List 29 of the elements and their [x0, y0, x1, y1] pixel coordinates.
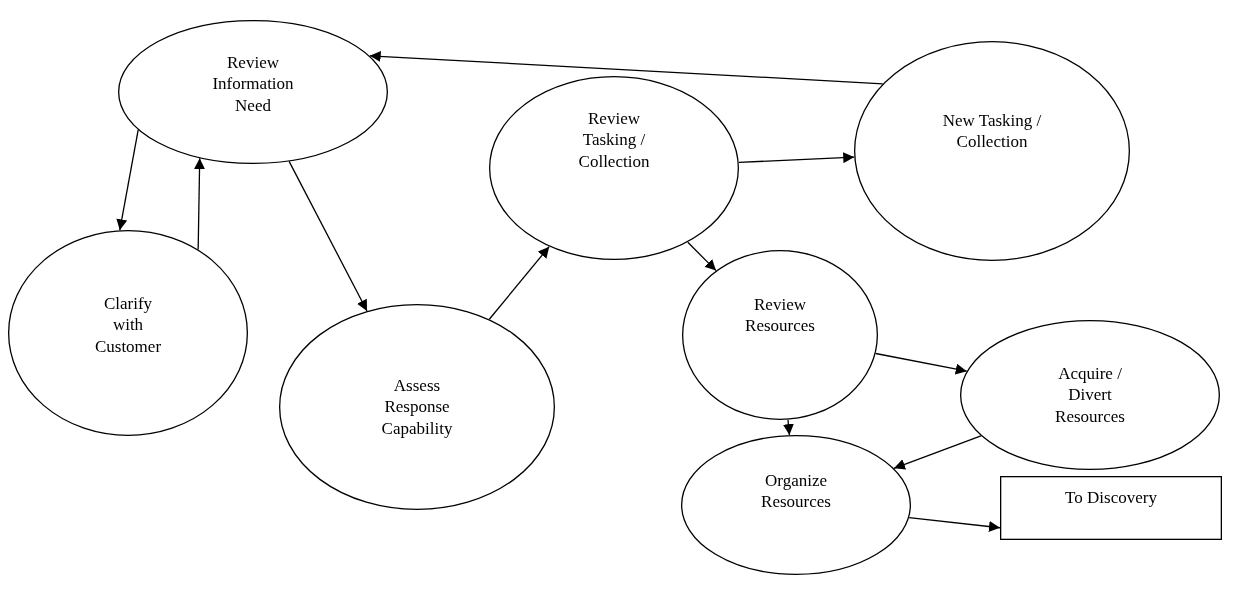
- process-ellipse: [960, 320, 1220, 470]
- arrow: [687, 241, 717, 272]
- arrow: [369, 50, 884, 85]
- node-label: Review Information Need: [211, 52, 295, 116]
- arrow: [288, 160, 368, 312]
- process-ellipse: [279, 304, 555, 510]
- arrow: [116, 129, 139, 231]
- node-label: To Discovery: [1064, 487, 1158, 509]
- process-ellipse: [682, 250, 878, 420]
- arrow: [875, 352, 968, 375]
- process-ellipse: [118, 20, 388, 164]
- arrow: [738, 152, 855, 164]
- process-ellipse: [681, 435, 911, 575]
- node-label: Acquire / Divert Resources: [1054, 363, 1126, 427]
- arrow: [908, 516, 1001, 532]
- arrow: [488, 246, 550, 320]
- process-ellipse: [8, 230, 248, 436]
- node-label: Organize Resources: [760, 469, 832, 513]
- process-ellipse: [489, 76, 739, 260]
- node-label: Clarify with Customer: [93, 293, 163, 357]
- arrow: [194, 157, 205, 251]
- process-box: [1000, 476, 1222, 540]
- arrow: [782, 419, 794, 436]
- node-label: Review Resources: [744, 293, 816, 337]
- node-label: New Tasking / Collection: [942, 109, 1042, 153]
- process-ellipse: [854, 41, 1130, 261]
- arrow: [893, 435, 982, 470]
- node-label: Review Tasking / Collection: [577, 108, 651, 172]
- node-label: Assess Response Capability: [380, 375, 454, 439]
